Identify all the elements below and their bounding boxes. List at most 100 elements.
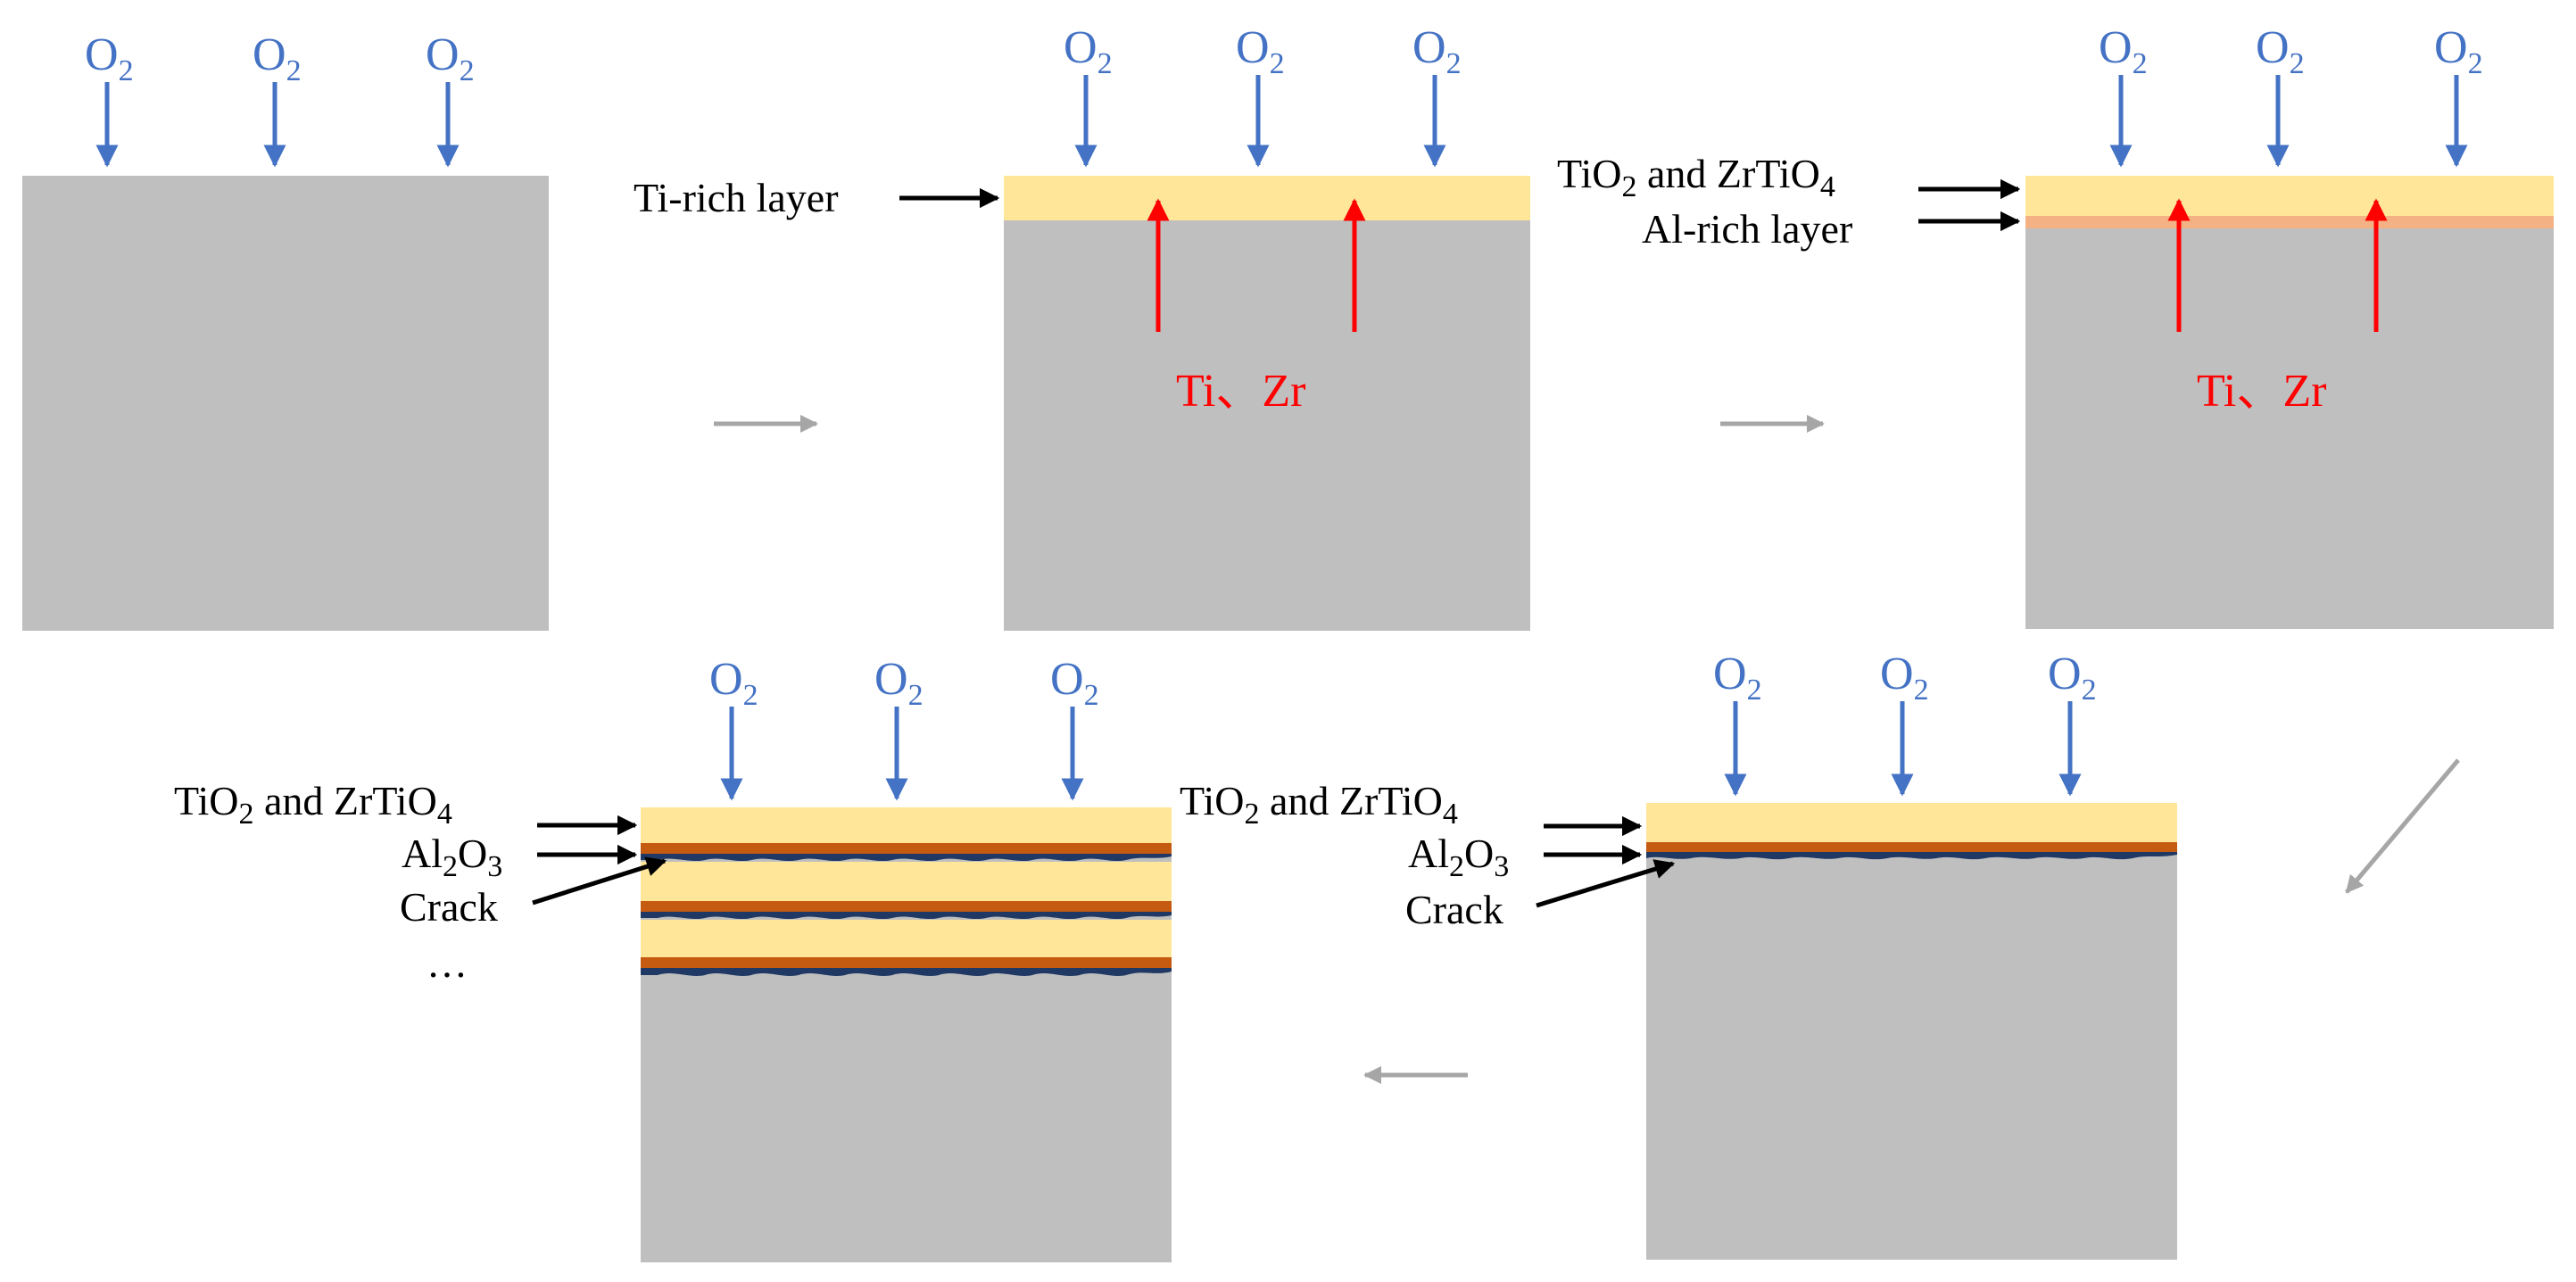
al2o3-layer xyxy=(641,957,1172,968)
oxygen-arrow: O2 xyxy=(2048,649,2097,797)
tio2-zrtio4-layer xyxy=(1646,803,2177,842)
svg-text:O2: O2 xyxy=(1236,22,1285,80)
al2o3-layer xyxy=(641,901,1172,912)
oxygen-arrow: O2 xyxy=(253,29,302,168)
diffusion-arrows xyxy=(1147,198,1366,332)
oxygen-arrow: O2 xyxy=(2256,22,2305,168)
flow-arrow-diagonal xyxy=(2345,758,2460,894)
oxygen-arrows: O2 O2 O2 xyxy=(1064,22,1462,168)
svg-text:O2: O2 xyxy=(1412,22,1462,80)
oxygen-arrow: O2 xyxy=(1713,649,1762,797)
oxygen-label: O xyxy=(1236,22,1270,73)
label-pointer-arrow xyxy=(532,856,667,906)
oxygen-arrows: O2 O2 O2 xyxy=(1713,649,2097,797)
svg-text:O2: O2 xyxy=(2256,22,2305,80)
oxygen-label: O xyxy=(85,29,119,80)
substrate-block xyxy=(22,176,549,631)
stage-4: O2 O2 O2 TiO2 and ZrTiO4 Al2O3 Crack xyxy=(1180,649,2177,1260)
svg-text:O2: O2 xyxy=(1713,649,1762,707)
oxygen-label: O xyxy=(874,654,908,705)
oxygen-label: O xyxy=(1713,649,1747,699)
oxygen-subscript: 2 xyxy=(460,54,475,87)
oxygen-subscript: 2 xyxy=(743,679,758,712)
stage-5: O2 O2 O2 TiO2 and ZrTiO4 Al2O3 Crack … xyxy=(174,654,1172,1262)
tio2-zrtio4-layer xyxy=(2025,176,2554,216)
oxygen-arrow: O2 xyxy=(1412,22,1462,168)
oxygen-subscript: 2 xyxy=(1084,679,1099,712)
tio2-zrtio4-label: TiO2 and ZrTiO4 xyxy=(174,778,452,831)
svg-text:O2: O2 xyxy=(1880,649,1929,707)
tio2-zrtio4-layer xyxy=(641,862,1172,901)
svg-text:O2: O2 xyxy=(2434,22,2483,80)
oxygen-subscript: 2 xyxy=(2468,47,2483,80)
oxygen-subscript: 2 xyxy=(2290,47,2305,80)
al2o3-layer xyxy=(1646,842,2177,852)
oxygen-label: O xyxy=(2099,22,2133,73)
oxygen-arrow: O2 xyxy=(426,29,475,168)
oxygen-subscript: 2 xyxy=(908,679,924,712)
crack xyxy=(641,968,1172,976)
crack-label: Crack xyxy=(400,884,498,930)
tio2-zrtio4-layer xyxy=(641,920,1172,957)
stage-3: O2 O2 O2 Ti、Zr TiO2 and ZrTiO4 Al-rich l… xyxy=(1557,22,2554,629)
crack xyxy=(641,854,1172,862)
crack-label: Crack xyxy=(1405,887,1503,932)
oxygen-arrow: O2 xyxy=(2434,22,2483,168)
svg-text:O2: O2 xyxy=(1050,654,1099,712)
al2o3-layer xyxy=(641,843,1172,854)
oxygen-label: O xyxy=(2048,649,2082,699)
oxygen-label: O xyxy=(709,654,743,705)
diffusion-label: Ti、Zr xyxy=(1176,366,1305,417)
svg-text:O2: O2 xyxy=(1064,22,1113,80)
substrate-block xyxy=(1004,176,1530,631)
svg-text:O2: O2 xyxy=(709,654,758,712)
oxygen-subscript: 2 xyxy=(119,54,134,87)
oxygen-subscript: 2 xyxy=(286,54,302,87)
oxygen-arrow: O2 xyxy=(1236,22,1285,168)
svg-text:O2: O2 xyxy=(2048,649,2097,707)
oxygen-arrows: O2 O2 O2 xyxy=(2099,22,2483,168)
stage-2: O2 O2 O2 Ti、Zr Ti-rich layer xyxy=(634,22,1530,631)
svg-text:O2: O2 xyxy=(253,29,302,87)
oxygen-arrow: O2 xyxy=(709,654,758,801)
svg-text:O2: O2 xyxy=(426,29,475,87)
label-pointer-arrow xyxy=(1536,859,1676,908)
substrate-block xyxy=(1646,803,2177,1260)
al-rich-layer xyxy=(2025,216,2554,228)
oxygen-label: O xyxy=(253,29,286,80)
ti-rich-layer-label: Ti-rich layer xyxy=(634,175,839,220)
oxygen-label: O xyxy=(426,29,460,80)
oxygen-subscript: 2 xyxy=(1914,674,1929,707)
al2o3-label: Al2O3 xyxy=(1408,831,1509,883)
oxygen-label: O xyxy=(1050,654,1084,705)
diffusion-label: Ti、Zr xyxy=(2197,366,2326,417)
oxygen-arrow: O2 xyxy=(1880,649,1929,797)
oxygen-subscript: 2 xyxy=(1270,47,1285,80)
oxygen-label: O xyxy=(2256,22,2290,73)
oxygen-subscript: 2 xyxy=(1446,47,1462,80)
tio2-zrtio4-label: TiO2 and ZrTiO4 xyxy=(1180,778,1458,831)
oxygen-arrows: O2 O2 O2 xyxy=(85,29,475,168)
oxygen-subscript: 2 xyxy=(1097,47,1113,80)
oxygen-subscript: 2 xyxy=(1747,674,1762,707)
svg-text:O2: O2 xyxy=(2099,22,2148,80)
oxygen-label: O xyxy=(1412,22,1446,73)
oxygen-label: O xyxy=(2434,22,2468,73)
ti-rich-layer xyxy=(1004,176,1530,220)
oxygen-arrow: O2 xyxy=(85,29,134,168)
oxygen-subscript: 2 xyxy=(2082,674,2097,707)
oxygen-label: O xyxy=(1880,649,1914,699)
tio2-zrtio4-label: TiO2 and ZrTiO4 xyxy=(1557,151,1835,203)
al-rich-layer-label: Al-rich layer xyxy=(1642,206,1852,252)
al2o3-label: Al2O3 xyxy=(402,831,502,883)
crack xyxy=(641,912,1172,920)
stage-1: O2 O2 O2 xyxy=(22,29,549,631)
oxygen-label: O xyxy=(1064,22,1097,73)
oxygen-arrow: O2 xyxy=(2099,22,2148,168)
oxygen-subscript: 2 xyxy=(2133,47,2148,80)
ellipsis-label: … xyxy=(427,940,468,986)
svg-text:O2: O2 xyxy=(874,654,924,712)
substrate-block xyxy=(2025,176,2554,629)
